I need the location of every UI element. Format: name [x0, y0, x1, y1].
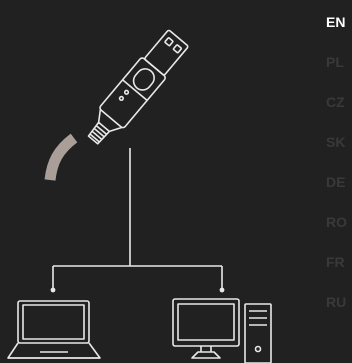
connection-lines: [53, 148, 222, 290]
usb-plug: [144, 30, 188, 76]
language-selector: EN PL CZ SK DE RO FR RU: [326, 12, 347, 332]
language-option-de[interactable]: DE: [326, 172, 347, 212]
monitor: [173, 299, 239, 346]
computer-tower: [245, 304, 271, 363]
language-option-pl[interactable]: PL: [326, 52, 347, 92]
language-option-sk[interactable]: SK: [326, 132, 347, 172]
usb-connector-icon: [50, 28, 191, 180]
language-option-fr[interactable]: FR: [326, 252, 347, 292]
connection-dot-right: [220, 288, 225, 293]
language-option-cz[interactable]: CZ: [326, 92, 347, 132]
usb-body: [99, 57, 167, 129]
desktop-computer-icon: [173, 299, 271, 363]
language-option-ru[interactable]: RU: [326, 292, 347, 332]
laptop-icon: [8, 301, 100, 358]
usb-cable: [50, 138, 74, 180]
language-option-ro[interactable]: RO: [326, 212, 347, 252]
connection-dot-left: [51, 288, 56, 293]
language-option-en[interactable]: EN: [326, 12, 347, 52]
